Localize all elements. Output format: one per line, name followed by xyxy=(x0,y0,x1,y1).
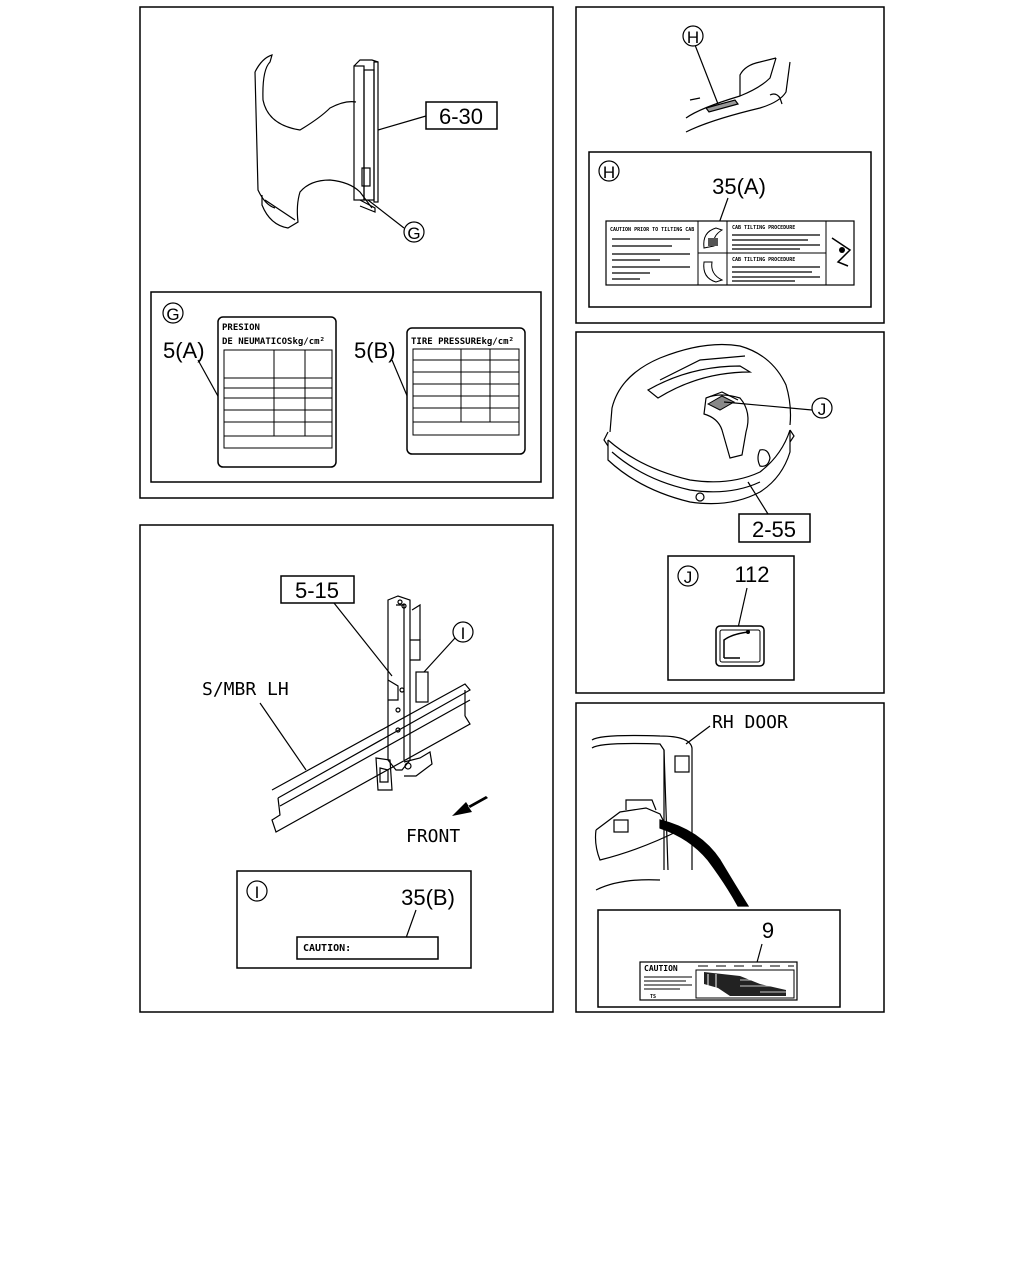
callout-circle-j xyxy=(811,397,833,419)
label-ref-35b: 35(B) xyxy=(401,885,455,910)
cab-side-drawing xyxy=(254,54,379,229)
label-35b-location xyxy=(415,671,429,703)
inset-i-frame xyxy=(236,870,472,969)
label-5b-title: TIRE PRESSUREkg/cm² xyxy=(411,337,514,347)
label-ref-9: 9 xyxy=(762,918,774,943)
callout-letter-i: I xyxy=(461,624,466,643)
front-arrow-icon xyxy=(452,796,488,816)
inset-h-circle xyxy=(598,160,620,182)
door-label: RH DOOR xyxy=(712,712,788,733)
label-ref-35a: 35(A) xyxy=(712,174,766,199)
inset-i-circle xyxy=(246,880,268,902)
inset-g-frame xyxy=(150,291,542,483)
inset-j-letter: J xyxy=(684,568,693,587)
label-35a-right-title1: CAB TILTING PROCEDURE xyxy=(732,225,795,231)
inset-h-frame xyxy=(588,151,872,308)
door-drawing xyxy=(591,734,750,907)
hinge-and-member-drawing xyxy=(271,595,471,833)
label-9-small-mark: TS xyxy=(650,994,656,1000)
label-112 xyxy=(715,625,765,667)
callout-circle-g xyxy=(403,221,425,243)
inset-j-circle xyxy=(677,565,699,587)
callout-part-6-30: 6-30 xyxy=(439,104,483,129)
callout-box-5-15 xyxy=(280,575,355,604)
panel-h-frame xyxy=(575,6,885,324)
inset-i-letter: I xyxy=(255,883,260,902)
cab-door-corner-drawing xyxy=(685,57,791,133)
label-35a: CAUTION PRIOR TO TILTING CAB CAB TILTING… xyxy=(605,220,855,286)
inset-9-frame xyxy=(597,909,841,1008)
panel-door-frame xyxy=(575,702,885,1013)
panel-i: 5-15 I S/MBR LH xyxy=(139,524,554,1013)
label-ref-5b: 5(B) xyxy=(354,338,396,363)
inset-h-letter: H xyxy=(603,163,615,182)
callout-letter-j: J xyxy=(818,400,827,419)
callout-box-6-30 xyxy=(425,101,498,130)
panel-i-frame xyxy=(139,524,554,1013)
panel-g-frame xyxy=(139,6,554,499)
label-35a-right-title2: CAB TILTING PROCEDURE xyxy=(732,257,795,263)
label-35a-left-title: CAUTION PRIOR TO TILTING CAB xyxy=(610,227,694,233)
label-35b-caution: CAUTION: xyxy=(303,943,351,954)
panel-g: 6-30 G G 5(A) 5(B) PRESION DE NEUMATICOS… xyxy=(139,6,554,499)
label-9: CAUTION TS xyxy=(639,961,798,1001)
label-9-caution: CAUTION xyxy=(644,964,678,973)
panel-rh-door: RH DOOR 9 CAUTION TS xyxy=(575,702,885,1013)
callout-circle-h xyxy=(682,25,704,47)
cab-roof-drawing xyxy=(603,343,795,505)
callout-box-2-55 xyxy=(738,513,811,543)
callout-part-2-55: 2-55 xyxy=(752,517,796,542)
label-5a-line2: DE NEUMATICOSkg/cm² xyxy=(222,337,325,347)
smbr-lh-label: S/MBR LH xyxy=(202,679,289,700)
callout-circle-i xyxy=(452,621,474,643)
label-ref-112: 112 xyxy=(734,562,769,587)
label-5b: TIRE PRESSUREkg/cm² xyxy=(406,327,526,455)
front-label: FRONT xyxy=(406,826,460,847)
label-5a-line1: PRESION xyxy=(222,323,260,333)
inset-j-frame xyxy=(667,555,795,681)
panel-j: J 2-55 J 112 xyxy=(575,331,885,694)
panel-h: H H 35(A) CAUTION PRIOR TO TILTING CAB C… xyxy=(575,6,885,324)
panel-j-frame xyxy=(575,331,885,694)
callout-part-5-15: 5-15 xyxy=(295,578,339,603)
inset-g-circle xyxy=(162,302,184,324)
callout-letter-h: H xyxy=(687,28,699,47)
label-5a: PRESION DE NEUMATICOSkg/cm² xyxy=(217,316,337,468)
label-35b: CAUTION: xyxy=(296,936,439,960)
label-ref-5a: 5(A) xyxy=(163,338,205,363)
inset-g-letter: G xyxy=(166,305,179,324)
callout-letter-g: G xyxy=(407,224,420,243)
